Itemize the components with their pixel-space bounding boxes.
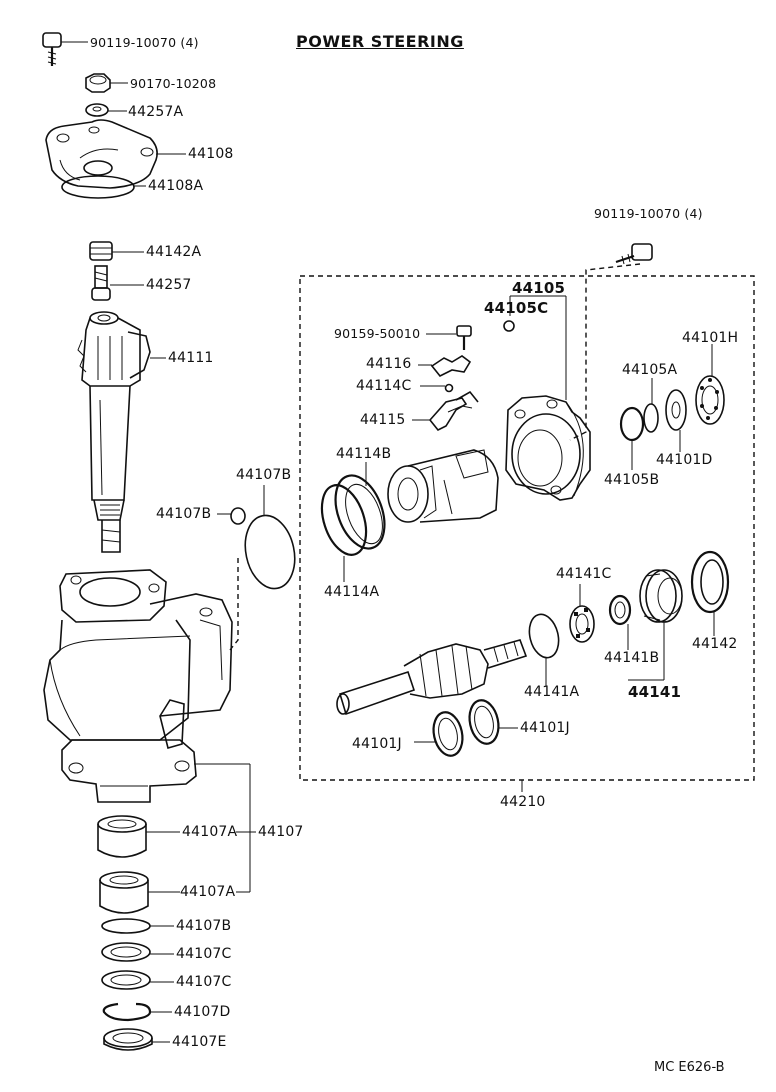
ring-44101J-right: [468, 699, 500, 745]
label-44141C: 44141C: [556, 566, 612, 582]
oring-44141A: [528, 613, 560, 659]
ring-44105B: [619, 406, 645, 442]
label-44141B: 44141B: [604, 650, 660, 666]
label-44107E: 44107E: [172, 1034, 227, 1050]
label-44105A: 44105A: [622, 362, 678, 378]
gear-housing: [43, 569, 233, 803]
plug-44105C: [503, 320, 515, 332]
oring-44107B-bottom: [101, 918, 151, 934]
oring-44105A: [643, 403, 659, 433]
label-44107A-lower: 44107A: [180, 884, 236, 900]
nut-90170: [85, 73, 111, 93]
snapring-44107D: [102, 1002, 152, 1022]
label-44111: 44111: [168, 350, 214, 366]
label-44142A: 44142A: [146, 244, 202, 260]
label-44101J-left: 44101J: [352, 736, 402, 752]
nut-44142: [690, 550, 730, 614]
bolt-90119-right: [615, 243, 653, 265]
locknut-44142A: [89, 241, 113, 261]
label-44107: 44107: [258, 824, 304, 840]
label-44108A: 44108A: [148, 178, 204, 194]
label-44105B: 44105B: [604, 472, 660, 488]
screw-90159: [456, 325, 472, 350]
label-44210: 44210: [500, 794, 546, 810]
diagram-code: MC E626-B: [654, 1060, 725, 1075]
label-90119-right: 90119-10070 (4): [594, 206, 703, 221]
page-title: POWER STEERING: [296, 32, 464, 51]
label-44101D: 44101D: [656, 452, 713, 468]
label-90170: 90170-10208: [130, 76, 217, 91]
label-44115: 44115: [360, 412, 406, 428]
washer-44257A: [85, 103, 109, 117]
clip-44115: [428, 390, 479, 432]
cover-44108: [45, 119, 158, 189]
label-44114B: 44114B: [336, 446, 392, 462]
label-44105: 44105: [512, 279, 566, 297]
label-44116: 44116: [366, 356, 412, 372]
label-44107B-oring: 44107B: [156, 506, 212, 522]
seal-44107C-2: [101, 970, 151, 990]
washer-44101D: [665, 389, 687, 431]
seal-rings-44141: [639, 569, 683, 623]
pin-44114C: [444, 383, 454, 393]
label-44107C-1: 44107C: [176, 946, 232, 962]
assembly-box-44210: [299, 275, 755, 781]
bushing-44107A-upper: [97, 815, 147, 858]
label-44107D: 44107D: [174, 1004, 231, 1020]
seal-44114B: [334, 474, 386, 550]
bearing-44141C: [569, 605, 595, 643]
label-44114A: 44114A: [324, 584, 380, 600]
label-90159: 90159-50010: [334, 326, 421, 341]
washer-44107E: [103, 1028, 153, 1051]
label-44257A: 44257A: [128, 104, 184, 120]
seal-44114A: [320, 484, 368, 556]
label-44114C: 44114C: [356, 378, 412, 394]
bolt-90119-top: [42, 32, 62, 66]
control-valve-sleeve: [387, 449, 499, 523]
ring-44141B: [608, 594, 632, 626]
label-44101J-right: 44101J: [520, 720, 570, 736]
ring-44107B-large: [244, 514, 296, 590]
label-44141A: 44141A: [524, 684, 580, 700]
label-44107A-upper: 44107A: [182, 824, 238, 840]
pinion-valve-44141: [336, 639, 528, 716]
clamp-44116: [430, 355, 472, 378]
oring-44107B-small: [230, 507, 246, 525]
oring-44108A: [61, 175, 135, 199]
label-44257: 44257: [146, 277, 192, 293]
label-44107C-2: 44107C: [176, 974, 232, 990]
ring-44101J-left: [432, 711, 464, 757]
label-44141: 44141: [628, 683, 682, 701]
label-44108: 44108: [188, 146, 234, 162]
screw-44257: [91, 265, 111, 301]
label-44105C: 44105C: [484, 299, 549, 317]
label-44107B-bottom: 44107B: [176, 918, 232, 934]
bearing-44101H: [695, 375, 725, 425]
sector-shaft-44111: [77, 311, 151, 553]
bushing-44107A-lower: [99, 871, 149, 914]
valve-housing-44105: [505, 395, 591, 501]
label-44142: 44142: [692, 636, 738, 652]
label-44107B-ring: 44107B: [236, 467, 292, 483]
label-90119-top: 90119-10070 (4): [90, 35, 199, 50]
label-44101H: 44101H: [682, 330, 739, 346]
seal-44107C-1: [101, 942, 151, 962]
